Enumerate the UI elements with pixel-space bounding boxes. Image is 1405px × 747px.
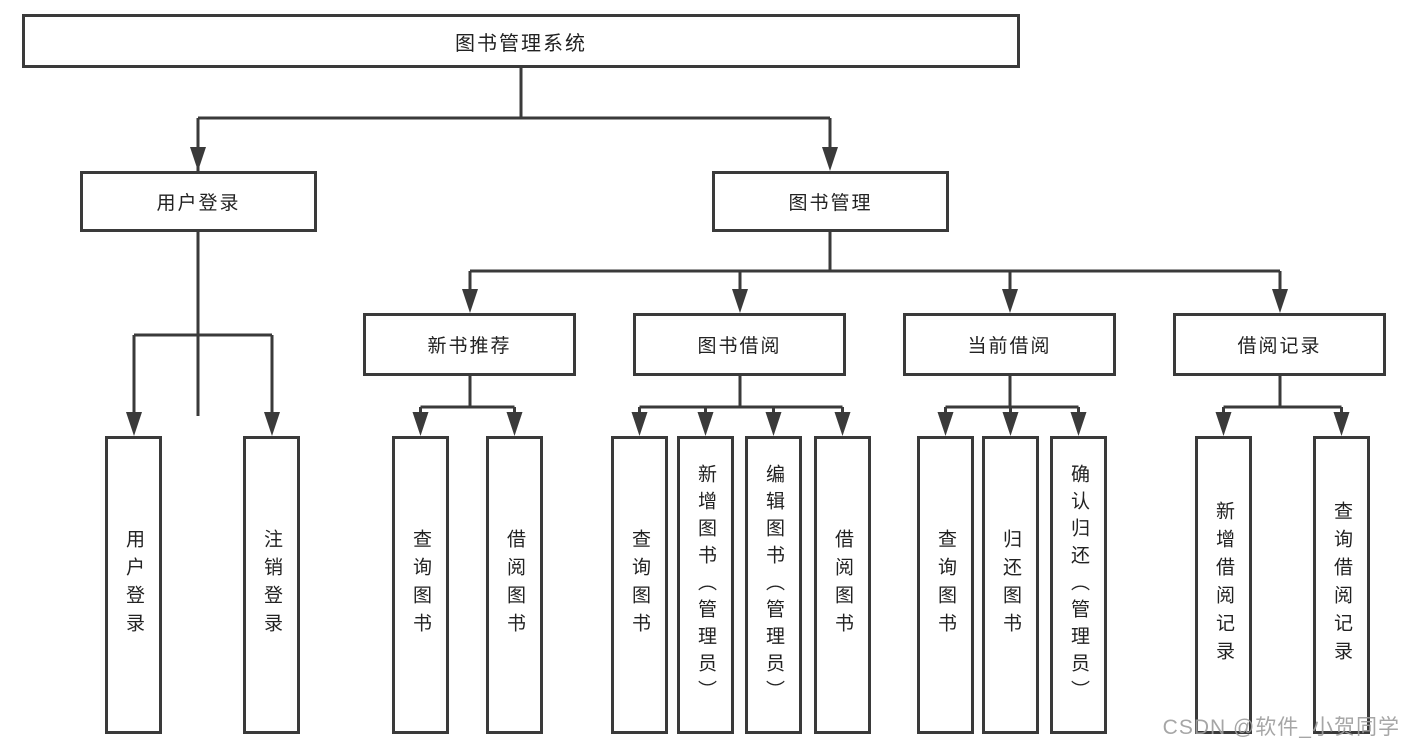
node-current-borrowing: 当前借阅 <box>903 313 1116 376</box>
leaf-query-books-borrowing-label: 查询图书 <box>629 529 650 641</box>
leaf-borrow-books: 借阅图书 <box>814 436 871 734</box>
leaf-add-books-admin: 新增图书（管理员） <box>677 436 734 734</box>
leaf-query-borrow-record: 查询借阅记录 <box>1313 436 1370 734</box>
leaf-add-borrow-record-label: 新增借阅记录 <box>1213 501 1234 669</box>
connector-arrowheads <box>126 147 1350 436</box>
leaf-query-books-borrowing: 查询图书 <box>611 436 668 734</box>
leaf-confirm-return-admin: 确认归还（管理员） <box>1050 436 1107 734</box>
leaf-query-books-current: 查询图书 <box>917 436 974 734</box>
node-book-management: 图书管理 <box>712 171 949 232</box>
leaf-user-login: 用户登录 <box>105 436 162 734</box>
node-book-borrowing: 图书借阅 <box>633 313 846 376</box>
root-node-library-system: 图书管理系统 <box>22 14 1020 68</box>
leaf-logout-label: 注销登录 <box>261 529 282 641</box>
leaf-return-books: 归还图书 <box>982 436 1039 734</box>
node-user-login: 用户登录 <box>80 171 317 232</box>
root-node-label: 图书管理系统 <box>455 32 587 55</box>
node-new-book-recommend-label: 新书推荐 <box>427 336 512 357</box>
node-current-borrowing-label: 当前借阅 <box>967 336 1052 357</box>
node-book-management-label: 图书管理 <box>788 193 873 214</box>
leaf-query-books-current-label: 查询图书 <box>935 529 956 641</box>
leaf-borrow-books-recommend-label: 借阅图书 <box>504 529 525 641</box>
node-borrowing-records-label: 借阅记录 <box>1237 336 1322 357</box>
leaf-add-borrow-record: 新增借阅记录 <box>1195 436 1252 734</box>
csdn-watermark: CSDN @软件_小贺同学 <box>1162 716 1400 739</box>
leaf-add-books-admin-label: 新增图书（管理员） <box>695 463 716 707</box>
leaf-query-books-recommend-label: 查询图书 <box>410 529 431 641</box>
leaf-edit-books-admin-label: 编辑图书（管理员） <box>763 463 784 707</box>
leaf-edit-books-admin: 编辑图书（管理员） <box>745 436 802 734</box>
leaf-query-borrow-record-label: 查询借阅记录 <box>1331 501 1352 669</box>
node-borrowing-records: 借阅记录 <box>1173 313 1386 376</box>
leaf-query-books-recommend: 查询图书 <box>392 436 449 734</box>
connector-rails <box>132 68 1343 416</box>
node-book-borrowing-label: 图书借阅 <box>697 336 782 357</box>
leaf-borrow-books-label: 借阅图书 <box>832 529 853 641</box>
leaf-return-books-label: 归还图书 <box>1000 529 1021 641</box>
leaf-confirm-return-admin-label: 确认归还（管理员） <box>1068 463 1089 707</box>
node-user-login-label: 用户登录 <box>156 193 241 214</box>
leaf-logout: 注销登录 <box>243 436 300 734</box>
node-new-book-recommend: 新书推荐 <box>363 313 576 376</box>
leaf-borrow-books-recommend: 借阅图书 <box>486 436 543 734</box>
leaf-user-login-label: 用户登录 <box>123 529 144 641</box>
